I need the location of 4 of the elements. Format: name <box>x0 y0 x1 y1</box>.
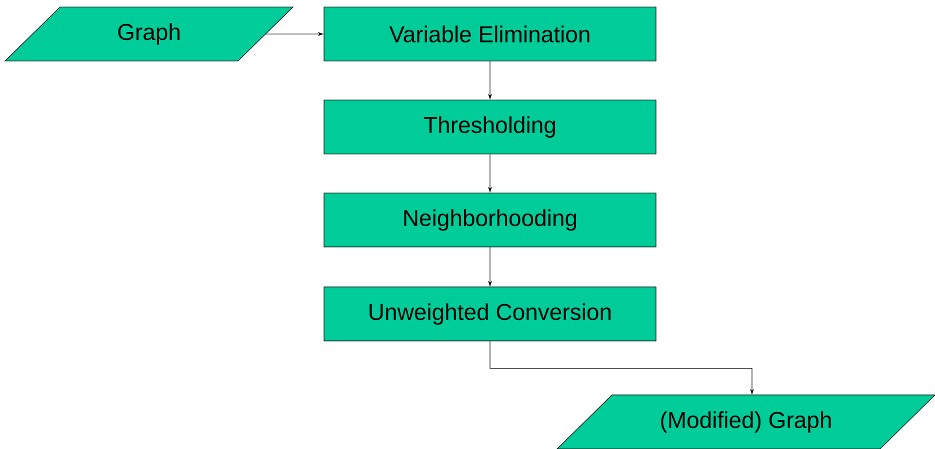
process-box: Unweighted Conversion <box>324 286 656 342</box>
process-box: Variable Elimination <box>324 6 656 62</box>
process-box: Thresholding <box>324 100 656 154</box>
process-box: Neighborhooding <box>324 192 656 248</box>
